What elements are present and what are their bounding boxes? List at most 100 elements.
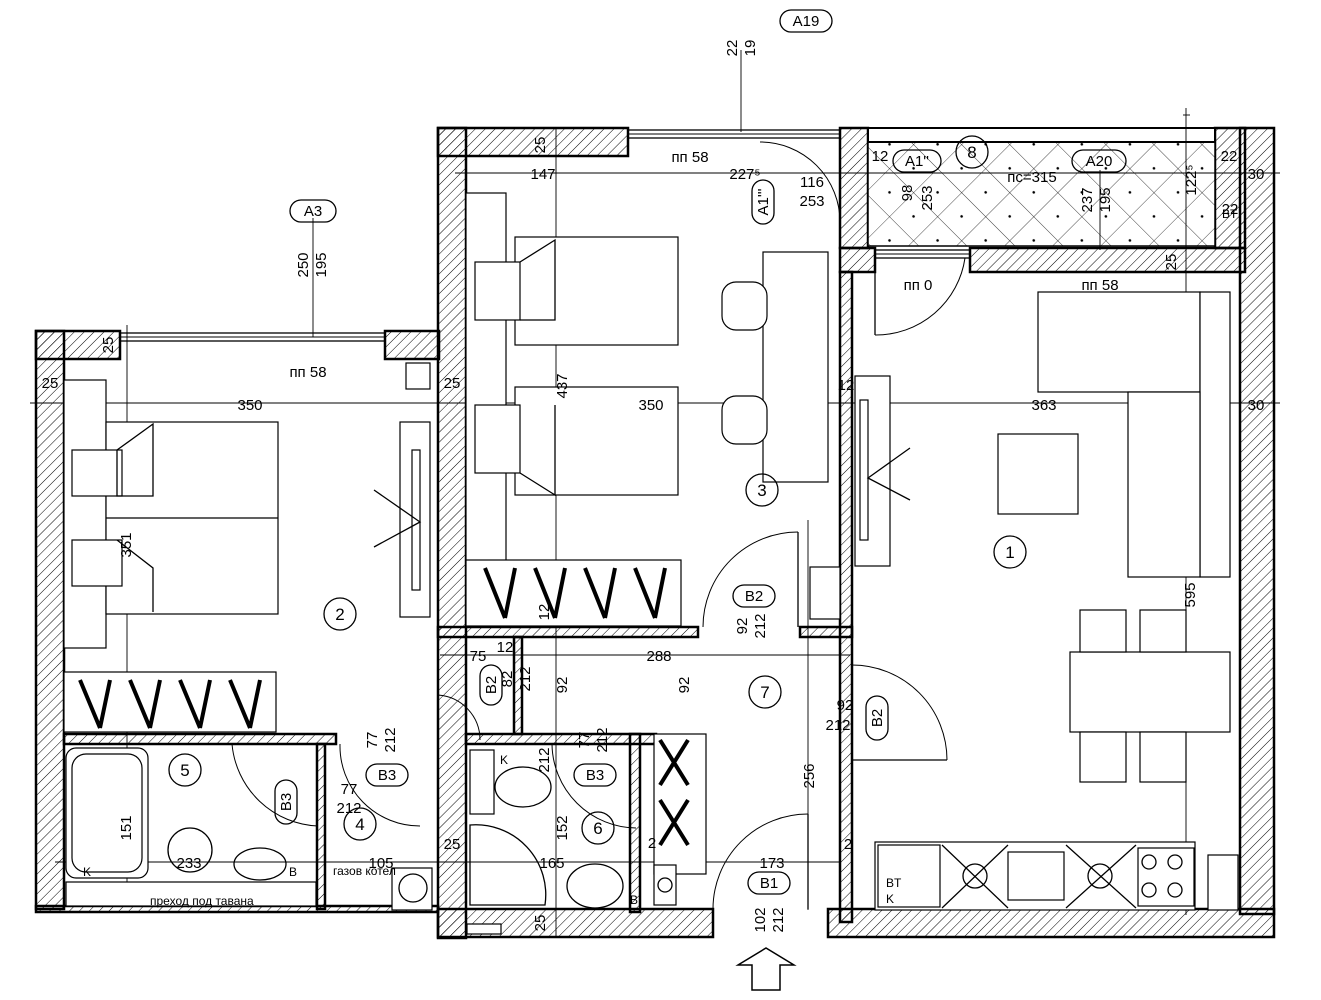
tag-a1-top: A1''' bbox=[755, 188, 772, 215]
dimension-labels: 350 350 363 147 227⁵ 116 253 22 30 30 28… bbox=[42, 148, 1265, 872]
balcony-tiles bbox=[867, 141, 1216, 247]
svg-text:122⁵: 122⁵ bbox=[1183, 164, 1200, 195]
svg-text:350: 350 bbox=[237, 397, 262, 414]
svg-text:152: 152 bbox=[554, 815, 571, 840]
svg-text:195: 195 bbox=[1097, 187, 1114, 212]
svg-text:22: 22 bbox=[724, 40, 741, 57]
room-number-4: 4 bbox=[355, 815, 364, 834]
doors bbox=[231, 141, 966, 910]
note-gas-boiler: газов котел bbox=[333, 864, 396, 878]
room-1-furniture bbox=[854, 291, 1239, 911]
svg-text:212: 212 bbox=[770, 907, 787, 932]
svg-text:212: 212 bbox=[594, 727, 611, 752]
bathroom-fixtures bbox=[65, 566, 841, 935]
windows bbox=[119, 129, 971, 342]
svg-text:22: 22 bbox=[1221, 148, 1238, 165]
svg-text:212: 212 bbox=[336, 800, 361, 817]
entrance-arrow bbox=[735, 947, 797, 991]
room-2-furniture bbox=[63, 362, 431, 733]
svg-text:12: 12 bbox=[838, 377, 855, 394]
svg-text:77: 77 bbox=[364, 732, 381, 749]
svg-text:288: 288 bbox=[646, 648, 671, 665]
svg-text:30: 30 bbox=[1248, 397, 1265, 414]
svg-text:25: 25 bbox=[444, 375, 461, 392]
tag-a3: A3 bbox=[304, 203, 322, 220]
balcony-railing bbox=[867, 127, 1216, 143]
svg-text:25: 25 bbox=[532, 137, 549, 154]
svg-text:92: 92 bbox=[676, 677, 693, 694]
svg-text:25: 25 bbox=[100, 337, 117, 354]
tag-b2-hall: B2 bbox=[745, 588, 763, 605]
svg-text:25: 25 bbox=[1163, 254, 1180, 271]
svg-text:256: 256 bbox=[801, 763, 818, 788]
svg-text:77: 77 bbox=[576, 732, 593, 749]
svg-text:30: 30 bbox=[1248, 166, 1265, 183]
svg-text:350: 350 bbox=[638, 397, 663, 414]
svg-text:12: 12 bbox=[536, 604, 553, 621]
svg-text:173: 173 bbox=[759, 855, 784, 872]
svg-text:195: 195 bbox=[313, 252, 330, 277]
svg-text:12: 12 bbox=[872, 148, 889, 165]
room-number-3: 3 bbox=[757, 481, 766, 500]
room-number-2: 2 bbox=[335, 605, 344, 624]
sill-balcony-door: пп 0 bbox=[904, 277, 933, 294]
svg-text:92: 92 bbox=[837, 697, 854, 714]
note-bt-balcony: BT bbox=[1222, 207, 1238, 221]
svg-text:77: 77 bbox=[341, 781, 358, 798]
svg-text:212: 212 bbox=[825, 717, 850, 734]
svg-text:233: 233 bbox=[176, 855, 201, 872]
svg-text:98: 98 bbox=[899, 185, 916, 202]
svg-text:212: 212 bbox=[752, 613, 769, 638]
note-attic-access: преход под тавана bbox=[150, 894, 254, 908]
svg-text:25: 25 bbox=[444, 836, 461, 853]
room-3-furniture bbox=[465, 192, 829, 627]
svg-text:12: 12 bbox=[497, 639, 514, 656]
svg-text:595: 595 bbox=[1182, 582, 1199, 607]
tag-b1: B1 bbox=[760, 875, 778, 892]
room-number-7: 7 bbox=[760, 683, 769, 702]
svg-text:253: 253 bbox=[919, 185, 936, 210]
svg-text:212: 212 bbox=[517, 666, 534, 691]
room-number-1: 1 bbox=[1005, 543, 1014, 562]
svg-text:25: 25 bbox=[42, 375, 59, 392]
svg-text:116: 116 bbox=[800, 174, 824, 191]
svg-text:212: 212 bbox=[382, 727, 399, 752]
wardrobe-hangers-centre bbox=[483, 567, 667, 619]
note-k-bath5: K bbox=[83, 865, 91, 879]
svg-text:92: 92 bbox=[734, 618, 751, 635]
tag-b2-right: B2 bbox=[869, 709, 886, 727]
tag-a19: A19 bbox=[793, 13, 820, 30]
svg-text:237: 237 bbox=[1079, 187, 1096, 212]
sill-room3: пп 58 bbox=[671, 149, 708, 166]
svg-text:92: 92 bbox=[554, 677, 571, 694]
tag-b2-left: B2 bbox=[483, 676, 500, 694]
room-number-5: 5 bbox=[180, 761, 189, 780]
svg-text:250: 250 bbox=[295, 252, 312, 277]
svg-text:151: 151 bbox=[118, 815, 135, 840]
note-v-bath5: B bbox=[289, 865, 297, 879]
tag-b3-b: B3 bbox=[586, 767, 604, 784]
sill-room1: пп 58 bbox=[1081, 277, 1118, 294]
svg-text:147: 147 bbox=[530, 166, 555, 183]
note-k-bath6: K bbox=[500, 753, 508, 767]
svg-text:2: 2 bbox=[648, 835, 656, 852]
svg-text:22: 22 bbox=[1222, 201, 1239, 218]
room-number-6: 6 bbox=[593, 819, 602, 838]
svg-text:351: 351 bbox=[118, 532, 135, 557]
sill-room2: пп 58 bbox=[289, 364, 326, 381]
wardrobe-hangers-left bbox=[78, 679, 262, 729]
svg-text:212: 212 bbox=[536, 747, 553, 772]
sill-balcony: пс=315 bbox=[1007, 169, 1056, 186]
walls bbox=[34, 126, 1276, 940]
note-bt-kitchen: BT bbox=[886, 876, 902, 890]
svg-text:363: 363 bbox=[1031, 397, 1056, 414]
dimension-labels-vertical: 250 195 22 19 98 253 237 195 122⁵ 22 25 … bbox=[100, 40, 1238, 933]
room-number-8: 8 bbox=[967, 143, 976, 162]
note-k-kitchen: K bbox=[886, 892, 894, 906]
svg-text:437: 437 bbox=[554, 373, 571, 398]
tag-b3-a: B3 bbox=[378, 767, 396, 784]
svg-text:165: 165 bbox=[539, 855, 564, 872]
svg-text:253: 253 bbox=[799, 193, 824, 210]
svg-text:75: 75 bbox=[470, 648, 487, 665]
